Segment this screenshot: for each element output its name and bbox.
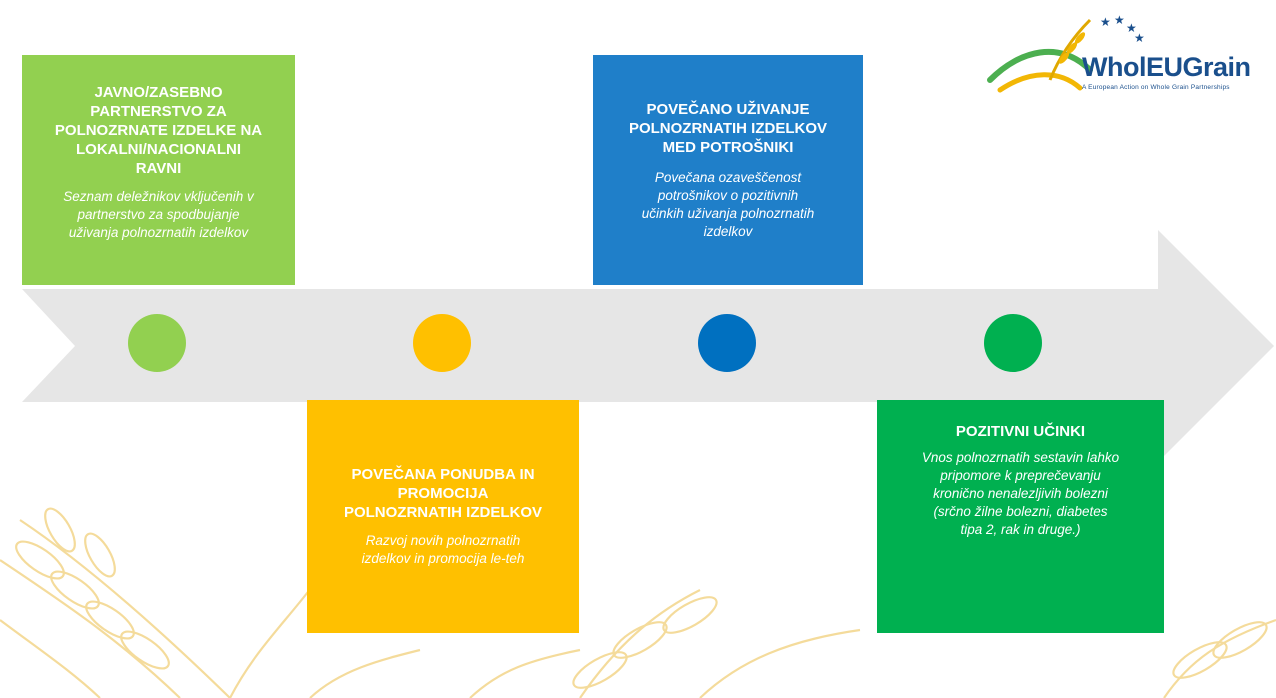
step-title: POZITIVNI UČINKI: [955, 423, 1086, 440]
step-box-consumption: POVEČANO UŽIVANJE POLNOZRNATIH IZDELKOV …: [593, 55, 863, 285]
wholeugrain-logo-icon: ★ ★ ★ ★: [987, 13, 1145, 93]
logo-tagline: A European Action on Whole Grain Partner…: [1082, 84, 1230, 91]
timeline-dot-2: [413, 314, 471, 372]
step-box-partnership: JAVNO/ZASEBNO PARTNERSTVO ZA POLNOZRNATE…: [22, 55, 295, 285]
step-description: Povečana ozaveščenost potrošnikov o pozi…: [641, 169, 815, 239]
step-description: Seznam deležnikov vključenih v partnerst…: [63, 189, 254, 240]
step-box-effects: POZITIVNI UČINKI Vnos polnozrnatih sesta…: [877, 400, 1164, 633]
step-title: JAVNO/ZASEBNO PARTNERSTVO ZA POLNOZRNATE…: [54, 84, 263, 177]
step-title: POVEČANO UŽIVANJE POLNOZRNATIH IZDELKOV …: [628, 100, 828, 156]
step-box-supply: POVEČANA PONUDBA IN PROMOCIJA POLNOZRNAT…: [307, 400, 579, 633]
timeline-dot-3: [698, 314, 756, 372]
step-description: Vnos polnozrnatih sestavin lahko pripomo…: [921, 450, 1120, 537]
timeline-dot-4: [984, 314, 1042, 372]
svg-text:★: ★: [1126, 21, 1137, 35]
timeline-dot-1: [128, 314, 186, 372]
step-description: Razvoj novih polnozrnatih izdelkov in pr…: [361, 533, 525, 566]
svg-text:★: ★: [1114, 13, 1125, 27]
step-title: POVEČANA PONUDBA IN PROMOCIJA POLNOZRNAT…: [343, 466, 543, 521]
logo-title: WholEUGrain: [1082, 52, 1251, 82]
svg-text:★: ★: [1100, 15, 1111, 29]
svg-text:★: ★: [1134, 31, 1145, 45]
